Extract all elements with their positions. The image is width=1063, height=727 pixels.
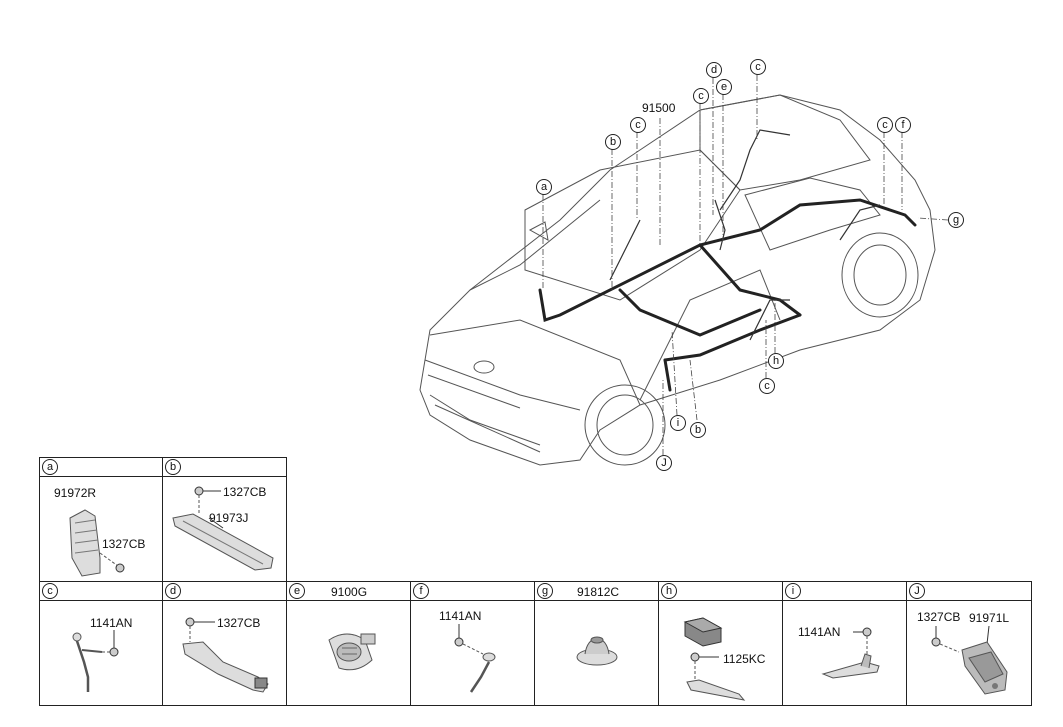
panel-a-part-2: 1327CB bbox=[102, 537, 146, 551]
callout-h: h bbox=[768, 353, 784, 369]
module-bracket-icon bbox=[931, 625, 1008, 695]
panel-a-letter: a bbox=[42, 459, 58, 475]
panel-j-letter: J bbox=[909, 583, 925, 599]
panel-h-letter: h bbox=[661, 583, 677, 599]
panel-j: J 1327CB 91971L bbox=[907, 582, 1032, 706]
callout-c-2: c bbox=[693, 88, 709, 104]
main-part-number: 91500 bbox=[642, 101, 676, 115]
panel-e: e 9100G bbox=[287, 582, 411, 706]
ground-strap-icon bbox=[182, 617, 269, 693]
callout-e: e bbox=[716, 79, 732, 95]
panel-f: f 1141AN bbox=[411, 582, 535, 706]
panel-a: a 91972R 1327CB bbox=[40, 458, 163, 582]
callout-c-1: c bbox=[630, 117, 646, 133]
panel-e-letter: e bbox=[289, 583, 305, 599]
callout-g: g bbox=[948, 212, 964, 228]
panel-j-part-1: 1327CB bbox=[917, 610, 961, 624]
callout-d: d bbox=[706, 62, 722, 78]
panel-i-part-1: 1141AN bbox=[798, 625, 841, 639]
panel-d-letter: d bbox=[165, 583, 181, 599]
callout-f: f bbox=[895, 117, 911, 133]
panel-b: b 1327CB 91973J bbox=[163, 458, 287, 582]
callout-j: J bbox=[656, 455, 672, 471]
panel-a-part-1: 91972R bbox=[54, 486, 97, 500]
table-border-top-row1 bbox=[39, 457, 287, 458]
callout-c-4: c bbox=[877, 117, 893, 133]
panel-c-letter: c bbox=[42, 583, 58, 599]
grommet-icon bbox=[328, 633, 376, 671]
wire-clip-icon bbox=[72, 630, 119, 692]
callout-i: i bbox=[670, 415, 686, 431]
panel-g-letter: g bbox=[537, 583, 553, 599]
panel-f-letter: f bbox=[413, 583, 429, 599]
callout-b-bottom: b bbox=[690, 422, 706, 438]
panel-d: d 1327CB bbox=[163, 582, 287, 706]
callout-b-top: b bbox=[605, 134, 621, 150]
callout-c-5: c bbox=[759, 378, 775, 394]
panel-h: h 1125KC bbox=[659, 582, 783, 706]
panel-b-part-2: 91973J bbox=[209, 511, 249, 525]
callout-a: a bbox=[536, 179, 552, 195]
panel-j-part-2: 91971L bbox=[969, 611, 1010, 625]
panel-i-letter: i bbox=[785, 583, 801, 599]
panel-c-part-1: 1141AN bbox=[90, 616, 133, 630]
table-border-top-row2 bbox=[39, 581, 1032, 582]
panel-b-part-1: 1327CB bbox=[223, 485, 267, 499]
bracket-icon bbox=[69, 509, 125, 577]
panel-h-part-1: 1125KC bbox=[723, 652, 766, 666]
panel-g-header-part: 91812C bbox=[577, 585, 620, 599]
panel-f-part-1: 1141AN bbox=[439, 609, 482, 623]
callout-c-3: c bbox=[750, 59, 766, 75]
panel-e-header-part: 9100G bbox=[331, 585, 368, 599]
cap-grommet-icon bbox=[576, 636, 618, 666]
panel-b-letter: b bbox=[165, 459, 181, 475]
panel-i: i 1141AN bbox=[783, 582, 907, 706]
terminal-clip-icon bbox=[821, 627, 880, 679]
ground-cable-icon bbox=[454, 624, 496, 693]
panel-c: c 1141AN bbox=[40, 582, 163, 706]
connector-bracket-icon bbox=[683, 617, 746, 701]
panel-d-part-1: 1327CB bbox=[217, 616, 261, 630]
panel-g: g 91812C bbox=[535, 582, 659, 706]
rail-bracket-icon bbox=[172, 486, 274, 571]
